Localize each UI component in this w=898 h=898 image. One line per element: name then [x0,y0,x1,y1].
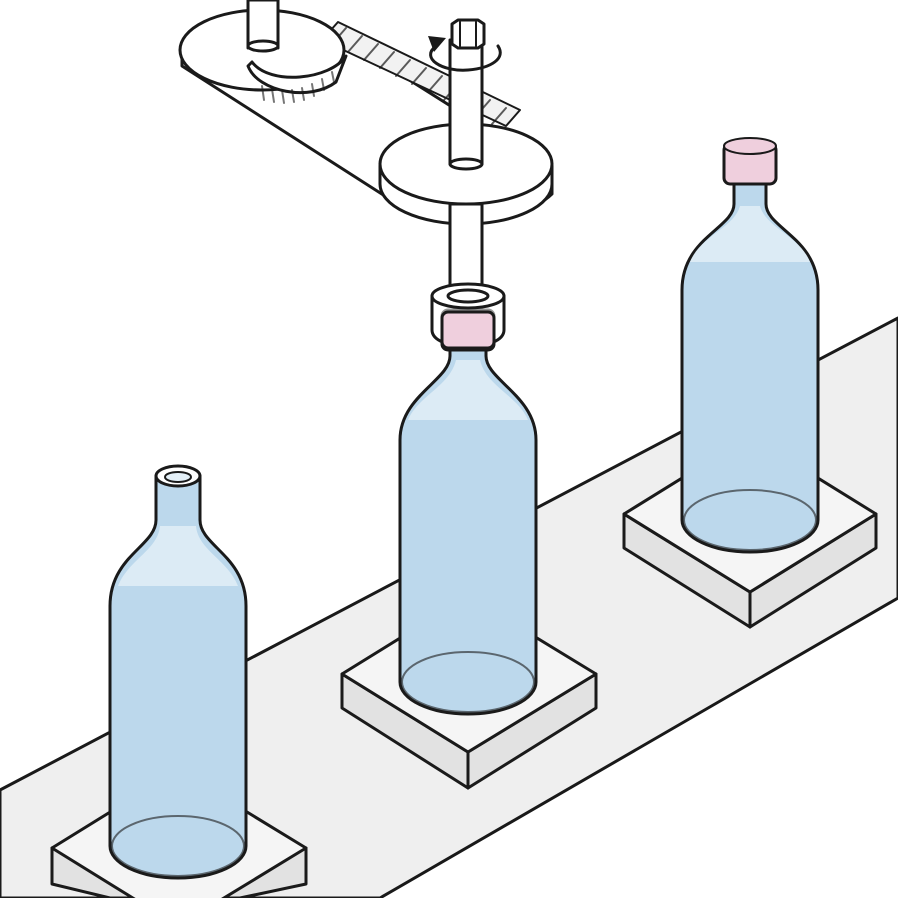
bottle-middle [398,308,538,716]
bottle-back-capped [680,137,820,554]
spindle-upper [448,18,486,171]
rotation-arrow-icon [428,36,502,72]
bottle-front-open [108,464,248,880]
capping-mechanism [178,0,554,350]
capping-chuck [430,282,506,350]
drive-pulley [178,0,348,104]
